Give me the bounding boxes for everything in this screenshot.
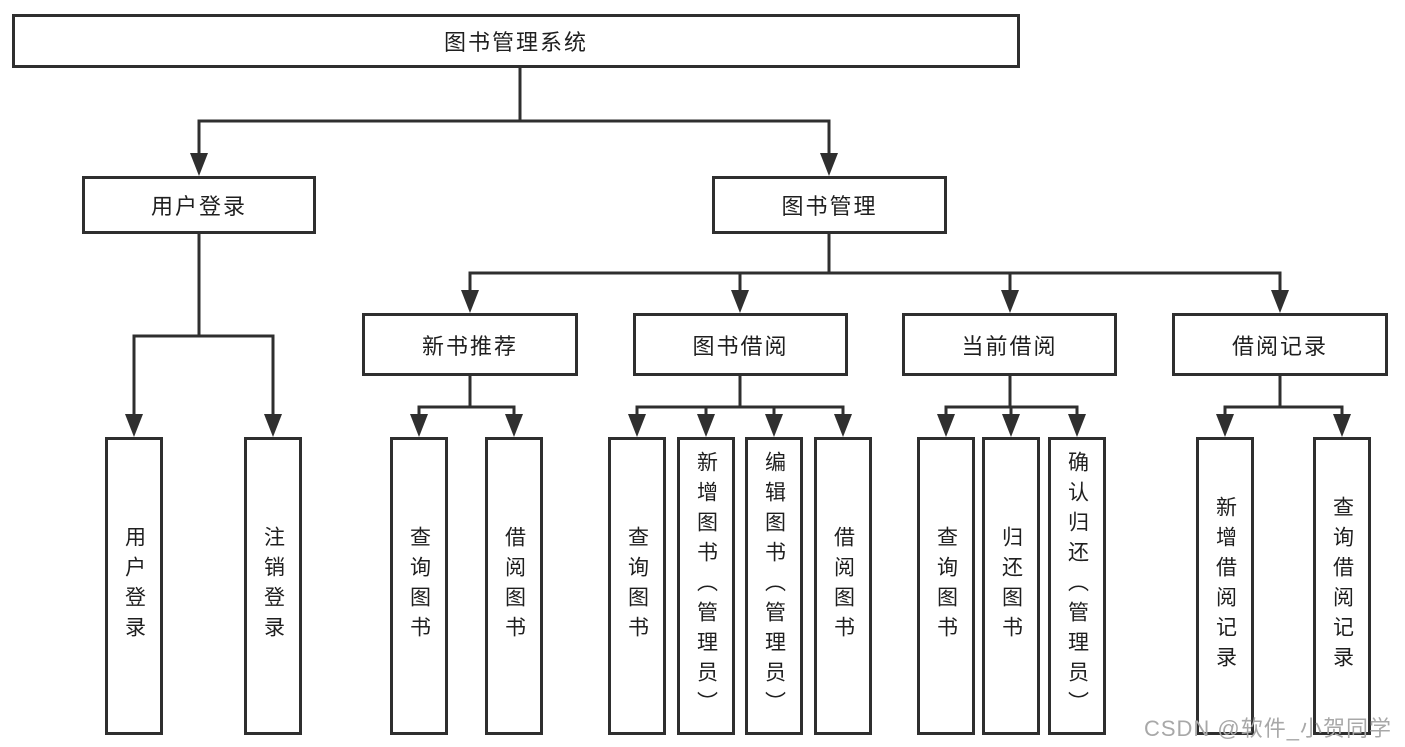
- node-user-login-branch: 用户登录: [82, 176, 316, 234]
- edge-level3-bracket: [468, 271, 1282, 292]
- leaf-label: 归还图书: [999, 526, 1023, 646]
- arrowhead: [1333, 414, 1351, 437]
- node-current-borrow: 当前借阅: [902, 313, 1117, 376]
- arrowhead: [505, 414, 523, 437]
- arrowhead: [1002, 414, 1020, 437]
- arrowhead: [190, 153, 208, 176]
- edge-userlogin-bracket: [132, 334, 275, 415]
- node-leaf-return-books: 归还图书: [982, 437, 1040, 735]
- arrowhead: [1001, 290, 1019, 313]
- arrowhead: [1068, 414, 1086, 437]
- leaf-label: 查询图书: [407, 526, 431, 646]
- node-leaf-add-books-admin: 新增图书（管理员）: [677, 437, 735, 735]
- arrowhead: [125, 414, 143, 437]
- leaf-label: 新增借阅记录: [1213, 496, 1237, 676]
- arrowhead: [697, 414, 715, 437]
- node-leaf-add-borrow-record: 新增借阅记录: [1196, 437, 1254, 735]
- arrowhead: [628, 414, 646, 437]
- node-leaf-borrow-books-recommend: 借阅图书: [485, 437, 543, 735]
- leaf-label: 确认归还（管理员）: [1065, 451, 1089, 721]
- edge-recommend-bracket: [417, 405, 516, 415]
- arrowhead: [820, 153, 838, 176]
- leaf-label: 注销登录: [261, 526, 285, 646]
- node-leaf-query-books-borrow: 查询图书: [608, 437, 666, 735]
- arrowhead: [264, 414, 282, 437]
- edge-borrow-bracket: [635, 405, 845, 415]
- arrowhead: [410, 414, 428, 437]
- node-book-borrow: 图书借阅: [633, 313, 848, 376]
- arrowhead: [461, 290, 479, 313]
- arrowhead: [834, 414, 852, 437]
- arrowhead: [765, 414, 783, 437]
- node-leaf-logout: 注销登录: [244, 437, 302, 735]
- node-new-book-recommend: 新书推荐: [362, 313, 578, 376]
- leaf-label: 编辑图书（管理员）: [762, 451, 786, 721]
- node-leaf-edit-books-admin: 编辑图书（管理员）: [745, 437, 803, 735]
- node-root-library-system: 图书管理系统: [12, 14, 1020, 68]
- node-leaf-user-login: 用户登录: [105, 437, 163, 735]
- node-leaf-query-books-recommend: 查询图书: [390, 437, 448, 735]
- edge-level2-bracket: [197, 119, 831, 154]
- leaf-label: 借阅图书: [831, 526, 855, 646]
- node-leaf-confirm-return-admin: 确认归还（管理员）: [1048, 437, 1106, 735]
- leaf-label: 查询图书: [934, 526, 958, 646]
- arrowhead: [937, 414, 955, 437]
- arrowhead: [1271, 290, 1289, 313]
- node-leaf-query-borrow-record: 查询借阅记录: [1313, 437, 1371, 735]
- leaf-label: 借阅图书: [502, 526, 526, 646]
- arrowhead: [1216, 414, 1234, 437]
- leaf-label: 用户登录: [122, 526, 146, 646]
- node-book-management-branch: 图书管理: [712, 176, 947, 234]
- leaf-label: 新增图书（管理员）: [694, 451, 718, 721]
- csdn-watermark: CSDN @软件_小贺同学: [1143, 716, 1392, 741]
- arrowhead: [731, 290, 749, 313]
- node-leaf-borrow-books: 借阅图书: [814, 437, 872, 735]
- edge-records-bracket: [1223, 405, 1344, 415]
- node-leaf-query-books-current: 查询图书: [917, 437, 975, 735]
- node-borrow-records: 借阅记录: [1172, 313, 1388, 376]
- leaf-label: 查询借阅记录: [1330, 496, 1354, 676]
- leaf-label: 查询图书: [625, 526, 649, 646]
